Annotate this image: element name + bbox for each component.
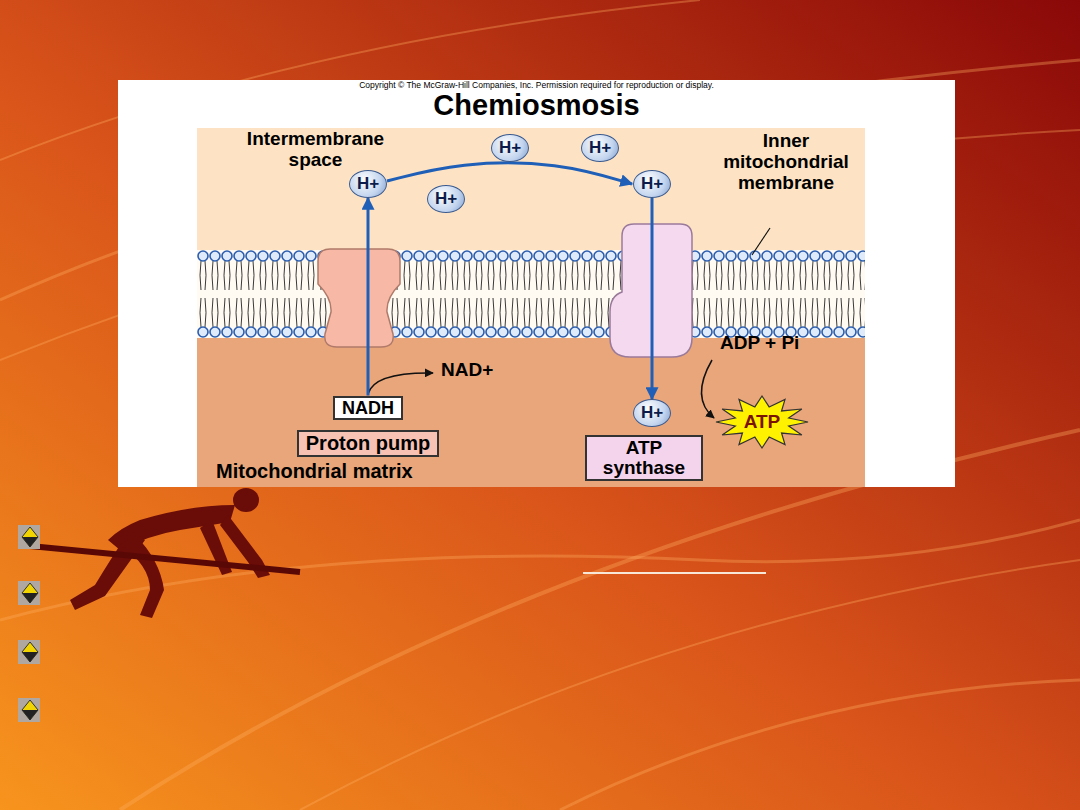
- figure-title: Chemiosmosis: [118, 90, 955, 122]
- node-text: H+: [641, 404, 663, 422]
- node-text: H+: [589, 139, 611, 157]
- oxidation-arrow: [368, 373, 433, 394]
- proton-ion: H+: [633, 170, 671, 198]
- node-text: ATP: [744, 412, 781, 432]
- copyright-note: Copyright © The McGraw-Hill Companies, I…: [118, 81, 955, 90]
- node-text: Proton pump: [306, 433, 430, 454]
- molecule-label: NAD+: [441, 360, 521, 381]
- node-text: H+: [641, 175, 663, 193]
- proton-ion: H+: [633, 399, 671, 427]
- molecule-box: NADH: [333, 396, 403, 421]
- membrane-label: Inner mitochondrial membrane: [716, 131, 856, 194]
- phosphorylation-arrow: [701, 360, 714, 418]
- bullet-markers: [18, 525, 40, 722]
- underline: [583, 572, 766, 574]
- starburst-shape: [716, 396, 808, 448]
- atp-synthase-protein: [610, 224, 692, 357]
- proton-ion: H+: [427, 185, 465, 213]
- node-text: ATP synthase: [594, 438, 694, 478]
- proton-pump-protein: [318, 249, 400, 347]
- node-text: H+: [499, 139, 521, 157]
- region-label: Mitochondrial matrix: [216, 460, 536, 482]
- proton-ion: H+: [581, 134, 619, 162]
- proton-ion: H+: [491, 134, 529, 162]
- node-text: H+: [357, 175, 379, 193]
- proton-flow-arrow: [367, 198, 370, 396]
- proton-flow-arrow: [651, 198, 654, 399]
- proton-ion: H+: [349, 170, 387, 198]
- membrane-bilayer: [197, 250, 865, 338]
- molecule-label: ADP + Pi: [720, 333, 840, 354]
- node-text: NADH: [342, 399, 394, 418]
- leader-line: [752, 228, 770, 255]
- atp-starburst: ATP: [714, 394, 810, 450]
- region-label: Intermembrane space: [228, 129, 403, 171]
- node-text: H+: [435, 190, 457, 208]
- proton-flow-arrow: [387, 163, 632, 184]
- component-box: ATP synthase: [585, 435, 703, 481]
- figure-frame: [118, 80, 955, 487]
- intermembrane-region: [197, 128, 865, 487]
- component-box: Proton pump: [297, 430, 439, 457]
- starting-bar: [30, 546, 300, 572]
